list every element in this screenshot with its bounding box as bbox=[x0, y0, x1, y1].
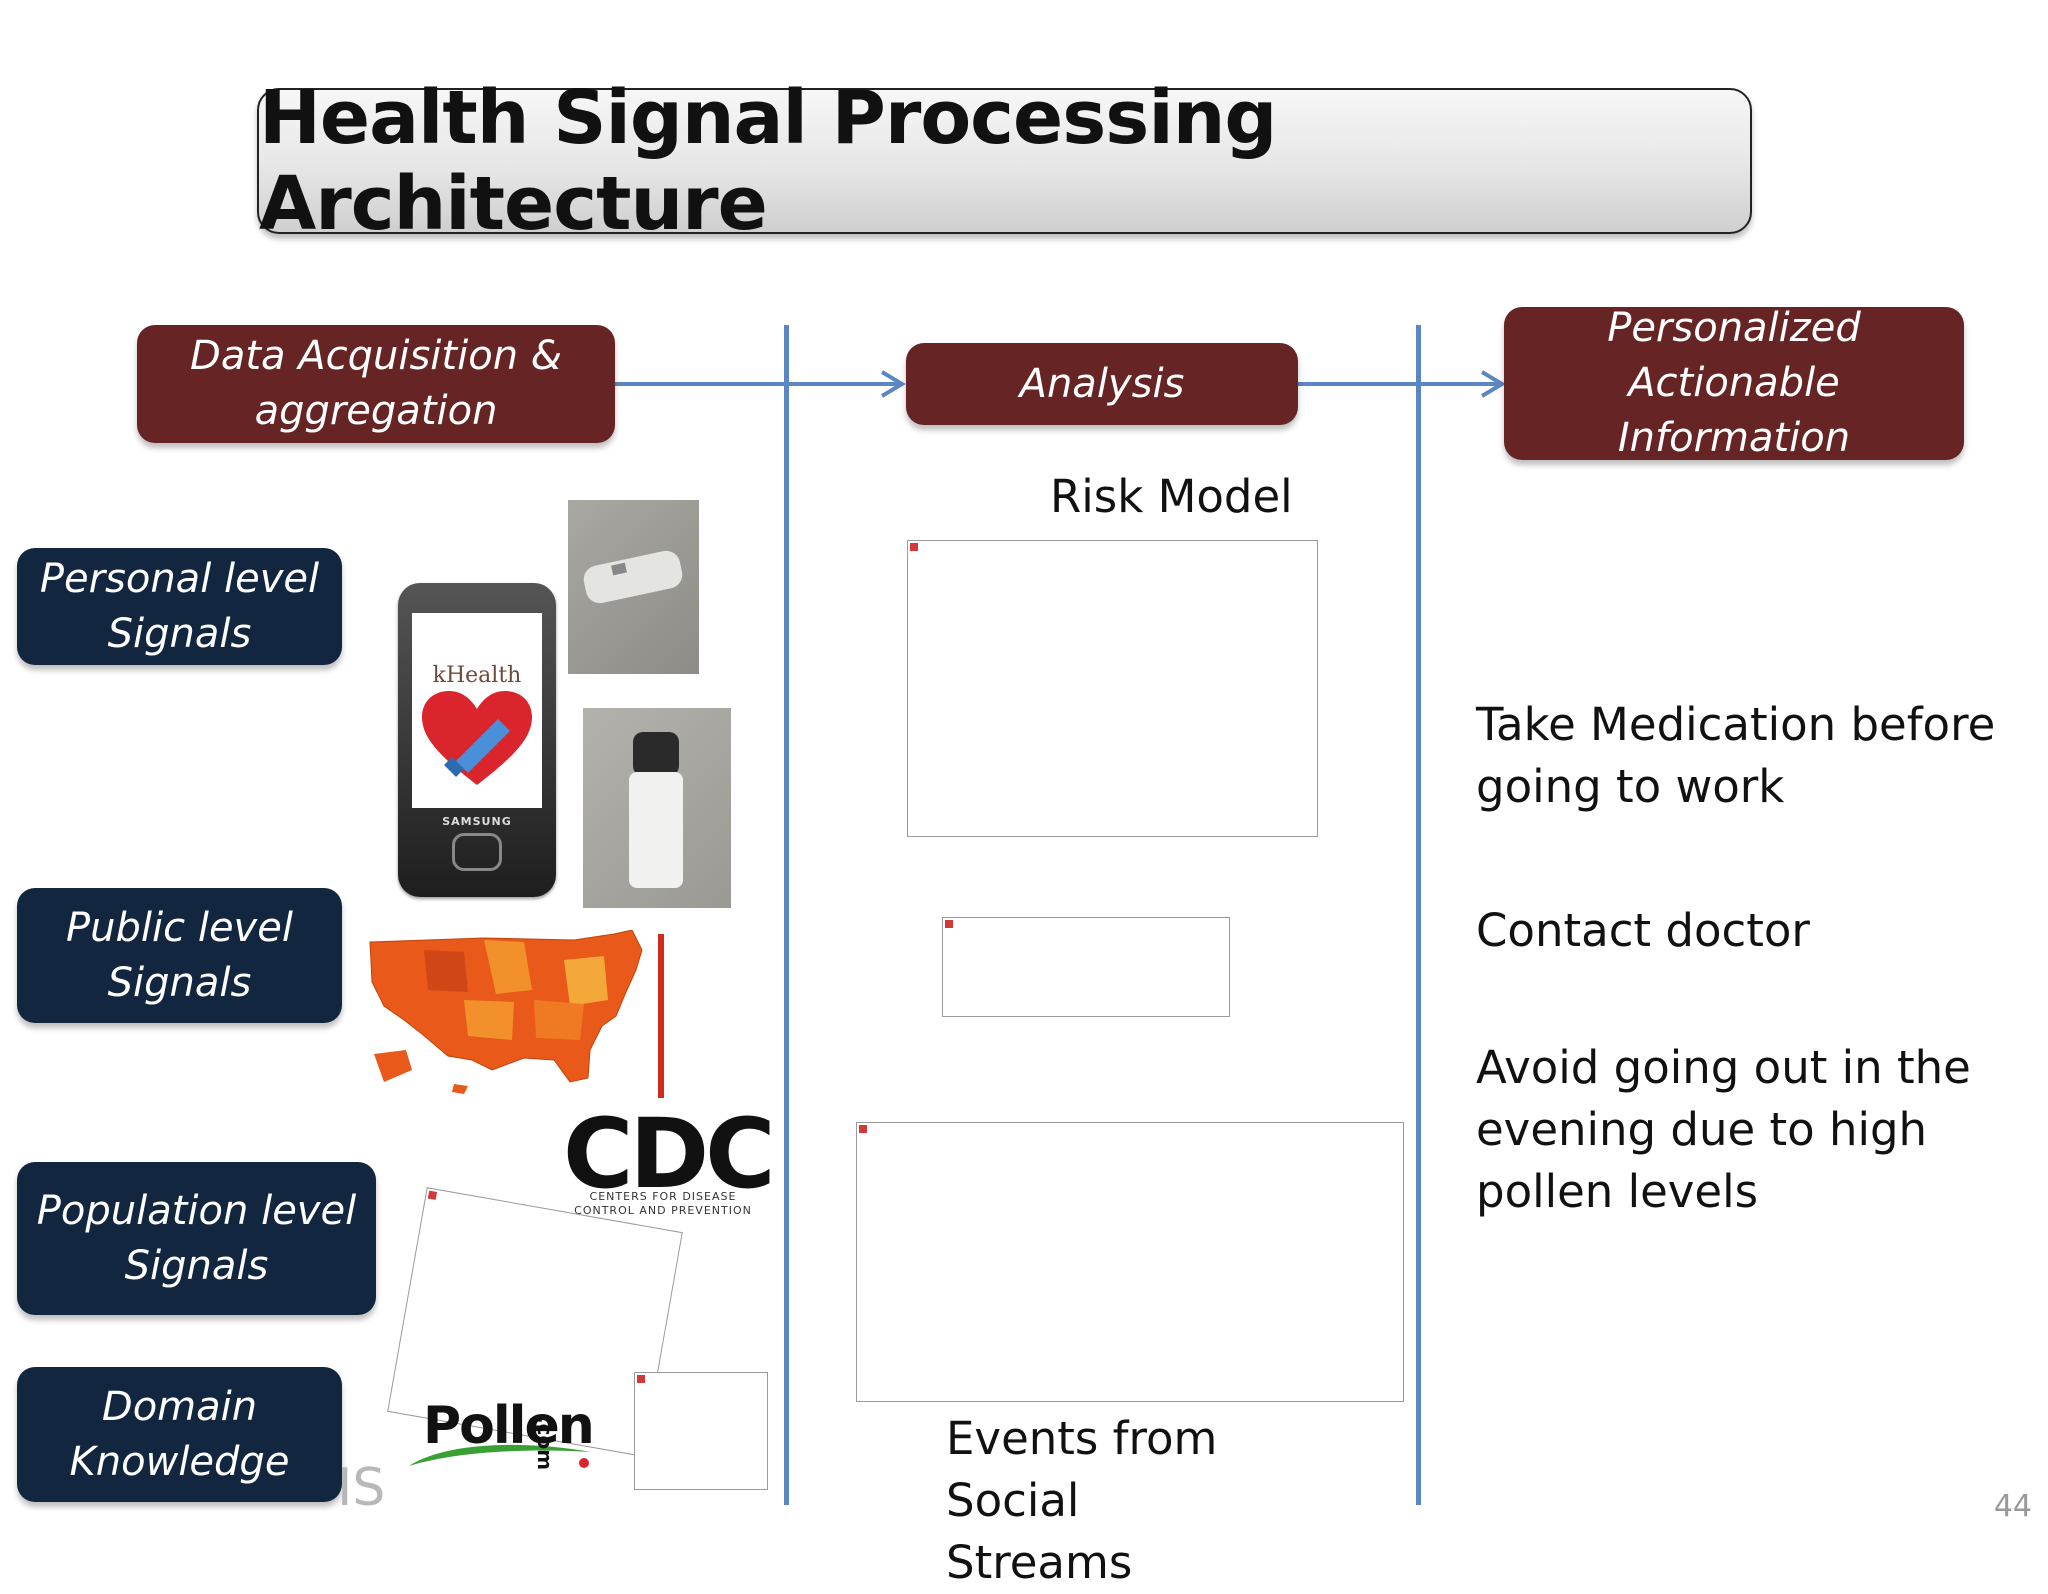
us-map-image bbox=[369, 930, 664, 1098]
stage-data-acquisition-label: Data Acquisition & aggregation bbox=[190, 333, 562, 434]
title-banner: Health Signal Processing Architecture bbox=[257, 75, 1752, 247]
separator-right bbox=[1416, 325, 1421, 1505]
signal-public-label: Public level Signals bbox=[66, 904, 293, 1006]
analysis-image-placeholder bbox=[942, 917, 1230, 1017]
pollen-logo: Pollen .com bbox=[405, 1390, 605, 1470]
signal-domain-label: Domain Knowledge bbox=[69, 1383, 290, 1485]
flow-arrows bbox=[615, 370, 1506, 398]
pollen-dot bbox=[579, 1458, 589, 1468]
events-social-streams-label: Events from Social Streams bbox=[946, 1412, 1218, 1589]
sensor-photo-bottom bbox=[583, 708, 731, 908]
stage-personalized-information-label: Personalized Actionable Information bbox=[1607, 305, 1861, 461]
phone-image: kHealth SAMSUNG bbox=[398, 583, 556, 897]
stage-analysis: Analysis bbox=[906, 343, 1298, 425]
signal-domain: Domain Knowledge bbox=[17, 1367, 342, 1502]
signal-public: Public level Signals bbox=[17, 888, 342, 1023]
action-take-medication: Take Medication before going to work bbox=[1476, 698, 1996, 813]
kno-watermark: IS bbox=[337, 1458, 386, 1518]
arrowhead-analysis bbox=[880, 370, 906, 398]
heart-inhaler-icon bbox=[422, 691, 532, 785]
risk-model-label: Risk Model bbox=[1050, 470, 1293, 523]
stage-personalized-information: Personalized Actionable Information bbox=[1504, 305, 1964, 461]
action-avoid-going-out: Avoid going out in the evening due to hi… bbox=[1476, 1041, 1971, 1218]
separator-left bbox=[784, 325, 789, 1505]
cdc-logo: CDC bbox=[563, 1098, 776, 1210]
signal-personal: Personal level Signals bbox=[17, 548, 342, 665]
page-title: Health Signal Processing Architecture bbox=[259, 75, 1277, 247]
pollen-swoosh-icon bbox=[409, 1444, 591, 1466]
phone-brand-label: SAMSUNG bbox=[442, 815, 512, 828]
signal-population: Population level Signals bbox=[17, 1162, 376, 1315]
signal-personal-label: Personal level Signals bbox=[39, 555, 320, 657]
arrowhead-information bbox=[1480, 370, 1506, 398]
social-stream-image-placeholder bbox=[856, 1122, 1404, 1402]
stage-data-acquisition: Data Acquisition & aggregation bbox=[137, 325, 615, 443]
kHealth-app-label: kHealth bbox=[432, 663, 522, 688]
pollen-logo-suffix: .com bbox=[533, 1416, 557, 1471]
cdc-tagline: CENTERS FOR DISEASE CONTROL AND PREVENTI… bbox=[574, 1190, 752, 1217]
signal-population-label: Population level Signals bbox=[36, 1187, 357, 1289]
action-contact-doctor: Contact doctor bbox=[1476, 904, 1810, 957]
domain-image-placeholder bbox=[634, 1372, 768, 1490]
stage-analysis-label: Analysis bbox=[1019, 360, 1185, 407]
page-number: 44 bbox=[1993, 1489, 2032, 1524]
risk-model-image-placeholder bbox=[907, 540, 1318, 837]
sensor-photo-top bbox=[568, 500, 699, 674]
